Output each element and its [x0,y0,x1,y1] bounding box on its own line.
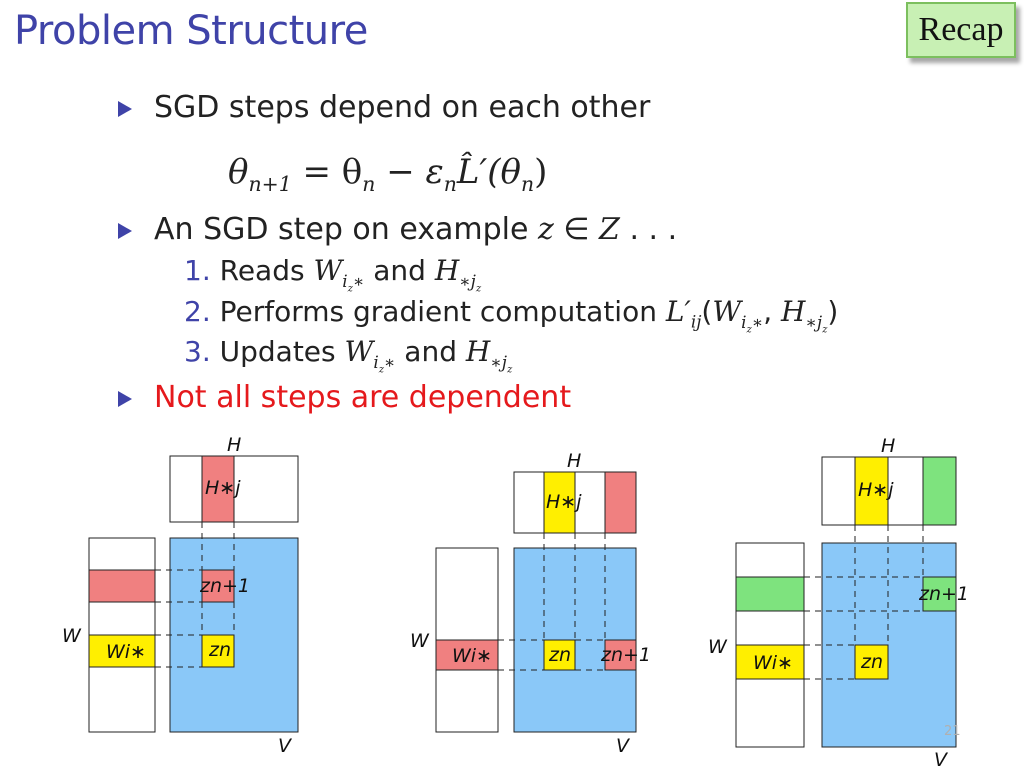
label-zn1: zn+1 [600,644,651,666]
bullet-marker [118,223,132,239]
bullet-marker [118,101,132,117]
bullet-sgd-depend: SGD steps depend on each other [154,90,651,125]
label-zn: zn [860,651,883,673]
substep-reads: 1. Reads Wiz∗ and H∗jz [184,254,482,294]
h-column-green [922,456,957,526]
diagram-1: H W V H∗j Wi∗ zn+1 zn [62,434,299,757]
label-h: H [881,435,895,457]
label-zn: zn [548,644,571,666]
label-v: V [278,735,293,757]
bullet-sgd-step: An SGD step on example z ∈ Z . . . [154,212,678,247]
label-h-col: H∗j [205,477,241,499]
cell-zn1 [922,576,957,612]
label-w: W [410,630,430,652]
label-zn1: zn+1 [918,583,969,605]
page-number: 21 [944,724,961,739]
diagram-3: H W V H∗j Wi∗ zn zn+1 [708,435,969,768]
w-row-yellow [735,644,805,680]
diagram-2: H W V H∗j Wi∗ zn zn+1 [410,450,651,757]
label-w-row: Wi∗ [106,641,146,663]
label-w-row: Wi∗ [753,652,793,674]
w-row-red [435,639,499,671]
bullet-not-dependent: Not all steps are dependent [154,380,572,415]
cell-zn [543,639,576,671]
cell-zn1 [604,639,637,671]
label-w: W [62,625,82,647]
slide-title: Problem Structure [14,8,368,54]
h-column-yellow [543,471,576,534]
h-column-red [604,471,637,534]
cell-zn1 [201,569,235,603]
w-row-green [735,576,805,612]
label-w-row: Wi∗ [452,645,492,667]
w-row-yellow [88,634,156,668]
label-h-col: H∗j [858,479,894,501]
label-zn1: zn+1 [199,575,250,597]
h-column-red [201,455,235,523]
label-v: V [934,749,949,768]
h-column-yellow [854,456,889,526]
substep-gradient: 2. Performs gradient computation L′ij(Wi… [184,295,839,335]
label-h: H [567,450,581,472]
recap-button[interactable]: Recap [906,2,1016,58]
cell-zn [201,634,235,668]
bullet-marker [118,391,132,407]
w-row-red [88,569,156,603]
label-h: H [227,434,241,456]
substep-updates: 3. Updates Wiz∗ and H∗jz [184,335,513,375]
cell-zn [854,644,889,680]
label-v: V [616,735,631,757]
sgd-update-equation: θn+1 = θn − εnL̂′(θn) [228,152,548,196]
label-h-col: H∗j [546,491,582,513]
label-zn: zn [208,639,231,661]
label-w: W [708,636,728,658]
